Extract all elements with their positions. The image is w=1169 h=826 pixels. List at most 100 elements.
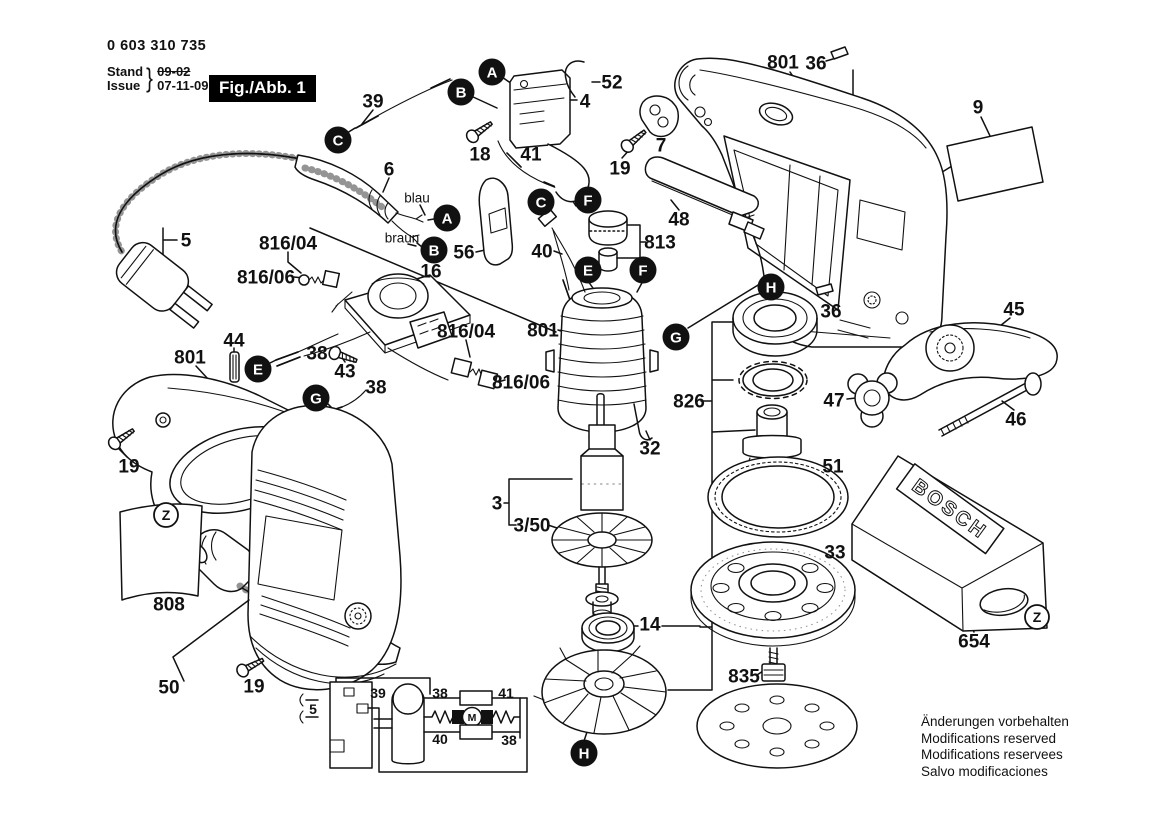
callout-19: 19 (118, 457, 139, 478)
svg-text:H: H (579, 746, 590, 763)
callout-36: 36 (820, 302, 841, 323)
callout-4: 4 (580, 92, 591, 113)
assembly-badge-c (324, 126, 352, 154)
svg-text:Z: Z (162, 507, 171, 523)
pin-52 (564, 60, 585, 98)
callout-33: 33 (824, 543, 845, 564)
screw-18 (463, 117, 496, 146)
callout-32: 32 (639, 439, 660, 460)
pin-36-mid (815, 283, 834, 296)
figure-label: Fig./Abb. 1 (209, 75, 316, 102)
callout-38: 38 (432, 685, 448, 701)
assembly-badge-b (420, 236, 448, 264)
callout-5: 5 (309, 701, 317, 717)
assembly-badge-h (757, 273, 785, 301)
callout-40: 40 (432, 731, 448, 747)
assembly-badge-c (527, 188, 555, 216)
callout-16: 16 (420, 262, 441, 283)
callout-14: 14 (639, 615, 661, 636)
callout-7: 7 (656, 136, 667, 157)
assembly-badge-a (478, 58, 506, 86)
bracket-7 (639, 95, 679, 138)
callout-816-06: 816/06 (492, 373, 550, 394)
armature-3 (551, 393, 653, 598)
callout-39: 39 (362, 92, 383, 113)
mains-plug (115, 241, 213, 329)
clamp-knob-47 (847, 372, 898, 428)
callout-18: 18 (469, 145, 490, 166)
label-plate-808 (119, 503, 203, 601)
screw-835 (761, 647, 786, 682)
svg-text:A: A (442, 211, 453, 228)
callout-50: 50 (158, 678, 179, 699)
callout-56: 56 (453, 243, 474, 264)
brush-set-right (450, 357, 499, 390)
note-es: Salvo modificaciones (921, 763, 1048, 779)
field-stator-801 (545, 227, 659, 433)
callout-654: 654 (958, 632, 990, 653)
callout-47: 47 (823, 391, 844, 412)
switch-base-16 (303, 273, 471, 381)
callout-38: 38 (306, 344, 327, 365)
drawing-header: 0 603 310 735 Stand Issue } 09-02 07-11-… (107, 38, 208, 94)
callout-808: 808 (153, 595, 185, 616)
bolt-46 (938, 372, 1042, 437)
callout-19: 19 (243, 677, 264, 698)
callout-45: 45 (1003, 300, 1025, 321)
pin-32 (633, 403, 653, 441)
callout-44: 44 (223, 331, 245, 352)
assembly-badge-g (662, 323, 690, 351)
svg-text:E: E (253, 362, 263, 379)
circuit-schematic: M (299, 677, 528, 773)
lead-brown (391, 220, 420, 243)
svg-text:F: F (583, 193, 592, 210)
sanding-sheet (696, 683, 858, 769)
part-number: 0 603 310 735 (107, 38, 207, 54)
assembly-badge-b (447, 78, 475, 106)
callout-801: 801 (527, 321, 559, 342)
svg-text:B: B (429, 243, 440, 260)
callout-38: 38 (501, 732, 517, 748)
switch-module-4 (509, 60, 590, 203)
callout-9: 9 (973, 98, 984, 119)
svg-text:A: A (487, 65, 498, 82)
wire-39 (351, 78, 453, 131)
assembly-badge-f (629, 256, 657, 284)
callout-801: 801 (767, 53, 799, 74)
fan-H (533, 645, 667, 735)
pin-44 (229, 351, 240, 383)
note-fr: Modifications reservees (921, 747, 1063, 762)
callout-36: 36 (805, 54, 826, 75)
callout-816-06: 816/06 (237, 268, 295, 289)
callout-48: 48 (668, 210, 689, 231)
cord-sleeve (294, 154, 424, 243)
callout-826: 826 (673, 392, 705, 413)
assembly-badge-f (574, 186, 602, 214)
condenser-wire-40 (537, 208, 571, 301)
bag-opening (979, 587, 1029, 617)
callout-43: 43 (334, 362, 355, 383)
brace-glyph: } (146, 63, 154, 93)
callout-41: 41 (520, 145, 542, 166)
callout-38: 38 (365, 378, 386, 399)
callout-40: 40 (531, 242, 552, 263)
callout-801: 801 (174, 348, 206, 369)
callout-813: 813 (644, 233, 676, 254)
callout-5: 5 (181, 231, 192, 252)
stand-label: Stand (107, 63, 144, 79)
callout-835: 835 (728, 667, 760, 688)
note-en: Modifications reserved (921, 730, 1057, 746)
assembly-badge-e (574, 256, 602, 284)
lead-blue (395, 212, 424, 223)
power-cord (112, 150, 322, 329)
assembly-badge-h (570, 739, 598, 767)
callout-816-04: 816/04 (259, 234, 318, 255)
svg-text:G: G (670, 330, 682, 347)
svg-text:G: G (310, 391, 322, 408)
svg-text:E: E (583, 263, 593, 280)
ring-badge-z (153, 502, 179, 528)
callout-19: 19 (609, 159, 630, 180)
svg-text:C: C (333, 133, 344, 150)
